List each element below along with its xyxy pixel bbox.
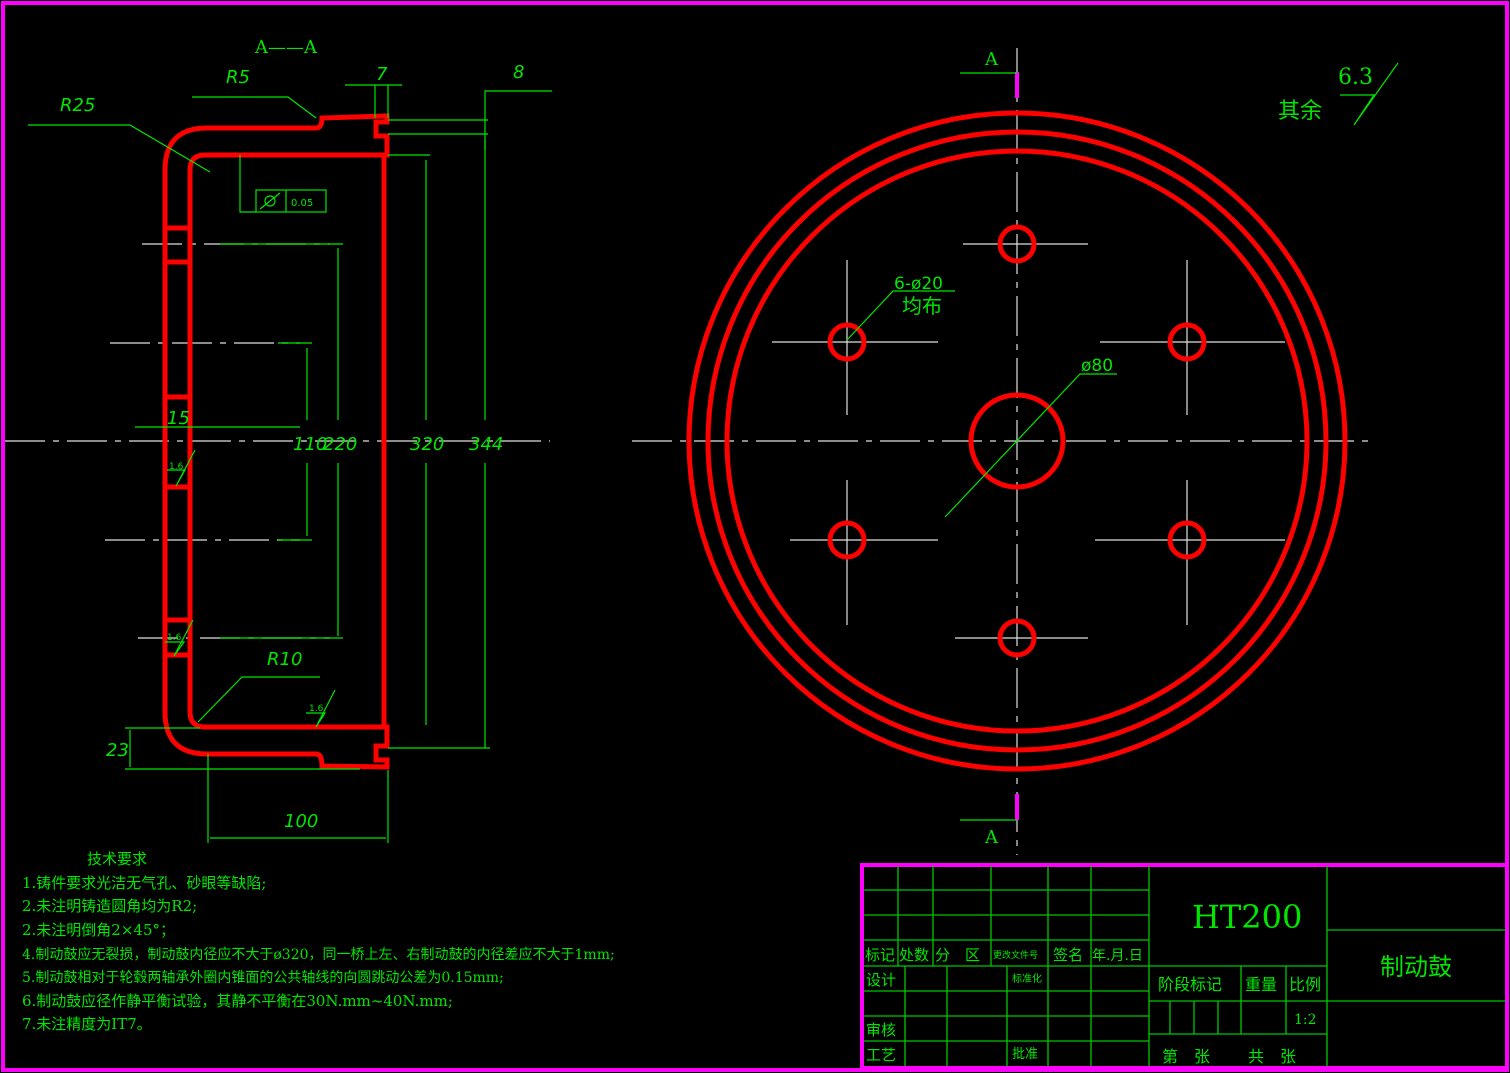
- label-standardize: 标准化: [1012, 972, 1042, 985]
- drum-flange-ring: [705, 129, 1329, 753]
- center-hole-label: ø80: [1081, 356, 1113, 376]
- dim-15: 15: [167, 408, 190, 429]
- requirement-item: 5.制动鼓相对于轮毂两轴承外圈内锥面的公共轴线的向圆跳动公差为0.15mm;: [22, 970, 504, 986]
- section-marker-top: A: [984, 49, 999, 70]
- requirements-title: 技术要求: [87, 850, 147, 868]
- label-review: 审核: [866, 1021, 896, 1039]
- hatched-section: [162, 113, 390, 770]
- label-scale: 比例: [1289, 975, 1321, 994]
- requirement-item: 2.未注明倒角2×45°；: [22, 921, 175, 939]
- label-sheet: 第 张: [1162, 1047, 1210, 1066]
- other-roughness-label: 其余: [1278, 99, 1322, 124]
- requirement-item: 1.铸件要求光洁无气孔、砂眼等缺陷;: [22, 874, 266, 892]
- roughness-value: 1.6: [167, 633, 182, 643]
- label-total: 共 张: [1248, 1047, 1296, 1066]
- label-date: 年.月.日: [1092, 948, 1143, 964]
- front-view: A A 6-ø20 均布 ø80 其余 6.3: [632, 48, 1399, 855]
- technical-requirements: 技术要求 1.铸件要求光洁无气孔、砂眼等缺陷; 2.未注明铸造圆角均为R2; 2…: [22, 850, 615, 1033]
- label-change-doc: 更改文件号: [993, 949, 1038, 961]
- dim-8: 8: [513, 62, 524, 83]
- label-design: 设计: [866, 971, 896, 989]
- scale-value: 1:2: [1294, 1012, 1317, 1028]
- label-signature: 签名: [1053, 946, 1083, 964]
- part-name: 制动鼓: [1380, 953, 1452, 981]
- section-view: A——A: [5, 37, 552, 843]
- dim-100: 100: [284, 811, 318, 832]
- dim-23: 23: [106, 740, 129, 761]
- dim-110: 110: [293, 434, 327, 455]
- dim-220: 220: [323, 434, 357, 455]
- requirement-item: 4.制动鼓应无裂损，制动鼓内径应不大于ø320，同一桥上左、右制动鼓的内径差应不…: [22, 946, 615, 963]
- dim-7: 7: [376, 64, 388, 85]
- material: HT200: [1192, 898, 1302, 936]
- label-count: 处数: [899, 946, 929, 964]
- title-block: HT200 制动鼓 标记 处数 分 区 更改文件号 签名 年.月.日 设计 标准…: [860, 863, 1509, 1070]
- label-approve: 批准: [1012, 1047, 1038, 1062]
- label-weight: 重量: [1245, 975, 1277, 994]
- label-mark: 标记: [865, 946, 895, 964]
- roughness-symbols: [165, 449, 336, 728]
- dimension-lines: [28, 84, 552, 843]
- label-stage-mark: 阶段标记: [1158, 975, 1222, 994]
- other-roughness-value: 6.3: [1338, 65, 1373, 90]
- label-process: 工艺: [866, 1046, 896, 1064]
- roughness-symbol: [1340, 62, 1399, 126]
- bolt-holes: [827, 224, 1207, 658]
- section-marker-bottom: A: [984, 827, 999, 848]
- requirement-item: 6.制动鼓应径作静平衡试验，其静不平衡在30N.mm~40N.mm;: [22, 992, 453, 1010]
- drum-inner-bore: [724, 148, 1310, 734]
- dim-r5: R5: [226, 67, 250, 88]
- roughness-value: 1.6: [309, 704, 324, 714]
- dim-r25: R25: [60, 95, 95, 116]
- leaders: [846, 72, 1117, 821]
- dim-r10: R10: [267, 649, 302, 670]
- requirement-item: 2.未注明铸造圆角均为R2;: [22, 897, 197, 915]
- requirement-item: 7.未注精度为IT7。: [22, 1015, 152, 1033]
- holes-note: 均布: [902, 294, 942, 318]
- drum-outer-rim: [686, 110, 1348, 772]
- section-label: A——A: [254, 37, 318, 58]
- label-zone: 分 区: [935, 946, 980, 964]
- runout-tolerance: 0.05: [291, 198, 313, 209]
- dim-344: 344: [469, 434, 503, 455]
- hole-centerlines: [772, 243, 1285, 639]
- center-hole: [968, 392, 1066, 490]
- holes-label: 6-ø20: [894, 274, 943, 294]
- dim-320: 320: [410, 434, 444, 455]
- roughness-value: 1.6: [169, 462, 184, 472]
